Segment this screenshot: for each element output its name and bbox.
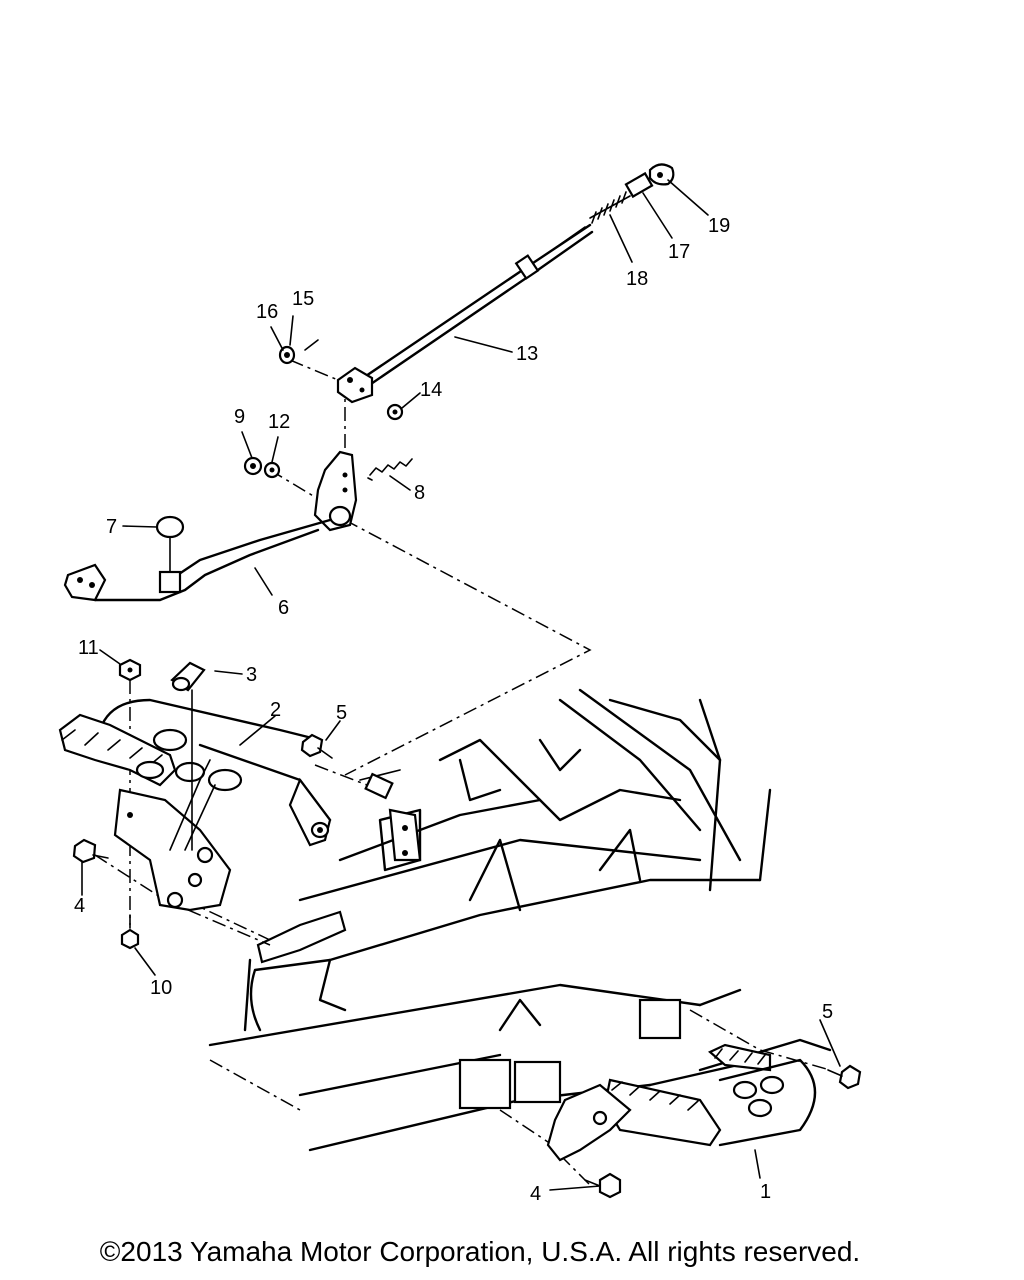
callout-14: 14 (420, 379, 442, 401)
bolt-4-bottom (584, 1172, 622, 1199)
callout-18: 18 (626, 268, 648, 290)
callout-1: 1 (760, 1181, 771, 1203)
callout-16: 16 (256, 301, 278, 323)
copyright-notice: ©2013 Yamaha Motor Corporation, U.S.A. A… (99, 1236, 861, 1267)
callout-3: 3 (246, 664, 257, 686)
collar-3 (170, 661, 206, 851)
pivot-bolt (364, 772, 422, 862)
callout-17: 17 (668, 241, 690, 263)
callout-12: 12 (268, 411, 290, 433)
footrest-left (58, 698, 332, 912)
assembly-lines (94, 359, 831, 1186)
joint-17 (624, 171, 654, 199)
bolt-10 (120, 914, 140, 950)
footrest-right (546, 1038, 832, 1162)
parts-diagram: 1 2 3 4 4 5 5 6 7 8 9 10 11 12 13 14 15 … (58, 163, 862, 1205)
washer-12 (263, 461, 281, 479)
callout-4-bottom: 4 (530, 1183, 541, 1205)
callout-15: 15 (292, 288, 314, 310)
spring-8 (367, 458, 413, 481)
bolt-5-right (827, 1064, 862, 1090)
washer-14 (386, 403, 404, 421)
callout-11: 11 (78, 637, 99, 659)
callout-5-upper: 5 (336, 702, 347, 724)
callout-19: 19 (708, 215, 730, 237)
clevis-pin-16 (278, 345, 296, 365)
callout-7: 7 (106, 516, 117, 538)
callouts: 1 2 3 4 4 5 5 6 7 8 9 10 11 12 13 14 15 … (74, 215, 833, 1205)
pedal-cap-7 (155, 515, 185, 573)
bolt-4-left (72, 838, 109, 864)
callout-2: 2 (270, 699, 281, 721)
nut-9 (243, 456, 263, 476)
leader-lines (81, 179, 841, 1191)
frame (208, 688, 772, 1152)
rod-yoke (336, 366, 374, 404)
callout-13: 13 (516, 343, 538, 365)
bolt-5-upper (300, 733, 333, 759)
brake-pedal (63, 450, 358, 602)
callout-5-right: 5 (822, 1001, 833, 1023)
cotter-pin-15 (304, 339, 319, 351)
nut-11 (118, 658, 142, 682)
callout-10: 10 (150, 977, 172, 999)
callout-9: 9 (234, 406, 245, 428)
callout-8: 8 (414, 482, 425, 504)
brake-rod (358, 191, 631, 388)
callout-6: 6 (278, 597, 289, 619)
callout-4-left: 4 (74, 895, 85, 917)
